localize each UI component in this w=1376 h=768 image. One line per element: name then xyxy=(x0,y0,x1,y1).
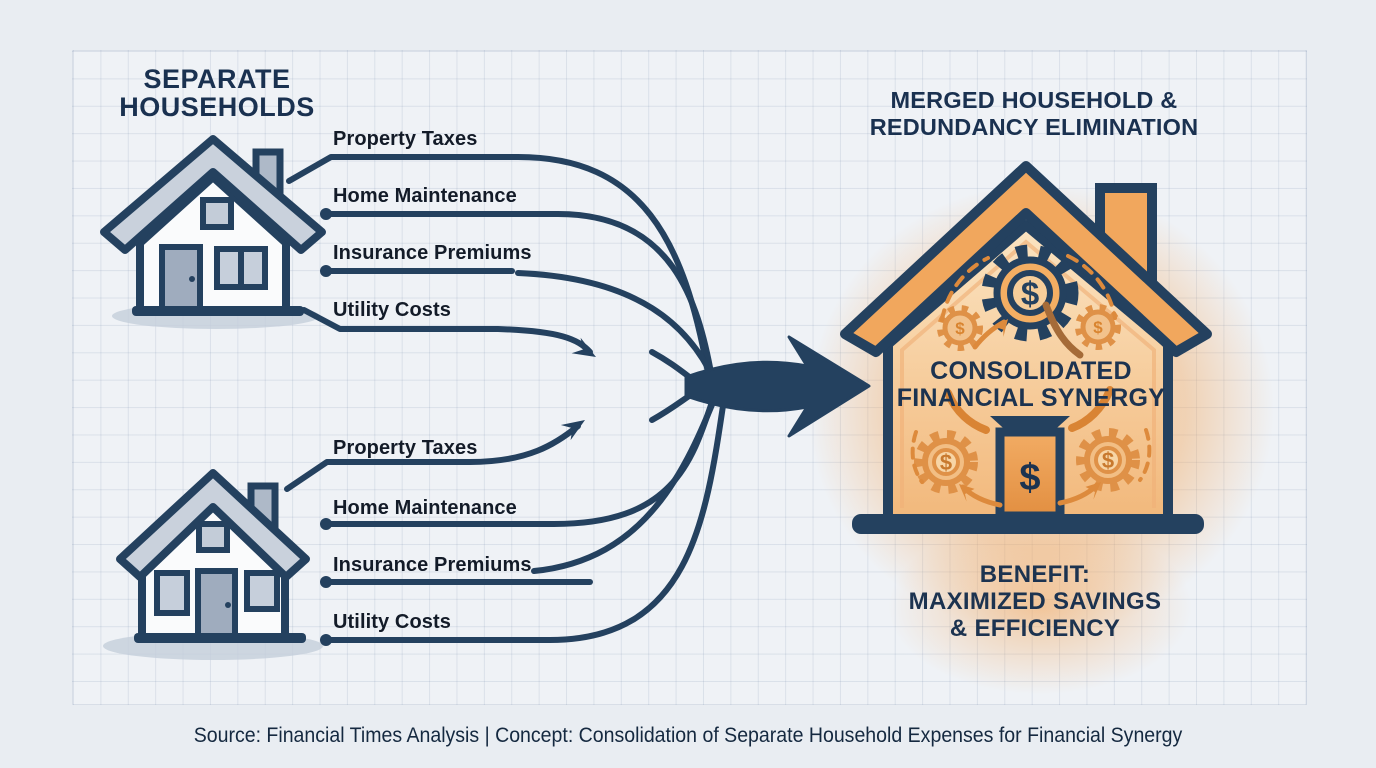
gear-hub xyxy=(932,448,960,476)
expense-label-h1-utility-costs: Utility Costs xyxy=(333,299,451,321)
door-dollar-glyph: $ xyxy=(1019,457,1040,499)
cycle-arrowhead xyxy=(1085,482,1101,500)
consolidated-synergy-title: CONSOLIDATED FINANCIAL SYNERGY xyxy=(881,358,1181,412)
house-1-attic-window xyxy=(200,197,234,230)
house-2-base xyxy=(134,633,306,643)
gear-body xyxy=(942,310,978,346)
title-line: HOUSEHOLDS xyxy=(119,92,315,122)
flow-h2-property-taxes xyxy=(284,423,581,492)
gear-dashed-arcs-top xyxy=(940,254,1117,322)
dashed-arc xyxy=(940,256,990,322)
door-sweep-arcs xyxy=(944,386,1114,434)
merged-house-roof xyxy=(840,161,1212,357)
title-line: SEPARATE xyxy=(143,64,291,94)
dashed-arc xyxy=(1138,428,1152,482)
merge-arrow-icon xyxy=(684,335,871,438)
flow-h1-home-maintenance xyxy=(323,211,715,381)
gear-swoosh xyxy=(1042,301,1084,359)
house-2-door-knob xyxy=(225,602,231,608)
gear-dollar-lower-right-icon: $ xyxy=(1076,428,1140,492)
title-line: & EFFICIENCY xyxy=(949,615,1121,642)
benefit-title: BENEFIT: MAXIMIZED SAVINGS & EFFICIENCY xyxy=(885,561,1185,642)
sweep-arc-right xyxy=(1068,386,1114,432)
gear-hub xyxy=(1007,270,1053,316)
merged-house-icon: $ $ $ xyxy=(840,161,1212,534)
gear-dashed-arcs-bottom xyxy=(910,428,1152,484)
gear-teeth xyxy=(937,305,983,351)
sweep-arc-left xyxy=(944,389,990,434)
dot xyxy=(320,634,332,646)
house-2-icon xyxy=(103,469,323,660)
separate-households-title: SEPARATE HOUSEHOLDS xyxy=(87,65,347,121)
flow-h2-utility xyxy=(323,396,727,643)
mid-arrowhead-top-icon xyxy=(571,337,596,357)
house-1-base xyxy=(132,306,304,316)
house-2-attic-window xyxy=(196,521,230,553)
title-line: REDUNDANCY ELIMINATION xyxy=(869,114,1199,140)
dashed-arc xyxy=(910,430,924,484)
dollar-glyph: $ xyxy=(1021,275,1039,312)
house-2-roof xyxy=(116,469,310,581)
expense-label-h2-utility-costs: Utility Costs xyxy=(333,611,451,633)
house-2-left-window xyxy=(154,570,190,616)
flow-h1-insurance xyxy=(515,270,719,387)
flow-line-dots xyxy=(320,208,332,646)
title-line: FINANCIAL SYNERGY xyxy=(896,384,1166,412)
gear-body xyxy=(1080,309,1116,345)
source-caption: Source: Financial Times Analysis | Conce… xyxy=(193,724,1183,747)
merged-house-inner-trim xyxy=(900,239,1156,508)
gear-teeth xyxy=(914,430,978,494)
expense-label-h2-insurance-premiums: Insurance Premiums xyxy=(333,554,532,576)
dot xyxy=(320,576,332,588)
dot xyxy=(320,208,332,220)
dot xyxy=(320,265,332,277)
mid-arrowhead-bottom-icon xyxy=(560,420,585,441)
dollar-glyph: $ xyxy=(1093,318,1103,337)
dashed-arc xyxy=(1066,254,1117,320)
title-line: MERGED HOUSEHOLD & xyxy=(890,87,1178,113)
gear-dollar-right-small-icon: $ xyxy=(1075,304,1121,350)
gear-dollar-left-small-icon: $ xyxy=(937,305,983,351)
gear-dollar-lower-left-icon: $ xyxy=(914,430,978,494)
arrow-feather-top xyxy=(649,349,695,382)
expense-label-h2-home-maintenance: Home Maintenance xyxy=(333,497,517,519)
flow-h2-insurance xyxy=(531,387,721,574)
gear-hub xyxy=(1094,446,1122,474)
house-1-door-knob xyxy=(189,276,195,282)
expense-label-h1-home-maintenance: Home Maintenance xyxy=(333,185,517,207)
title-line: MAXIMIZED SAVINGS xyxy=(908,588,1162,615)
merged-house-base xyxy=(852,514,1204,534)
expense-label-h1-property-taxes: Property Taxes xyxy=(333,128,478,150)
gear-teeth xyxy=(1076,428,1140,492)
expense-label-h2-property-taxes: Property Taxes xyxy=(333,437,478,459)
cycle-arrowhead xyxy=(959,484,975,502)
dollar-glyph: $ xyxy=(955,319,965,338)
arrow-feather-bottom xyxy=(649,391,695,423)
house-2-right-window xyxy=(244,570,280,612)
expense-label-h1-insurance-premiums: Insurance Premiums xyxy=(333,242,532,264)
dollar-glyph: $ xyxy=(940,450,952,475)
cycle-arrowhead xyxy=(993,319,1008,337)
merged-household-title: MERGED HOUSEHOLD & REDUNDANCY ELIMINATIO… xyxy=(834,87,1234,141)
house-1-roof xyxy=(100,135,326,254)
title-line: BENEFIT: xyxy=(979,561,1091,588)
dollar-glyph: $ xyxy=(1102,448,1114,473)
house-1-icon xyxy=(100,135,326,329)
title-line: CONSOLIDATED xyxy=(930,357,1132,385)
dot xyxy=(320,518,332,530)
gear-teeth xyxy=(981,244,1079,342)
gear-teeth xyxy=(1075,304,1121,350)
